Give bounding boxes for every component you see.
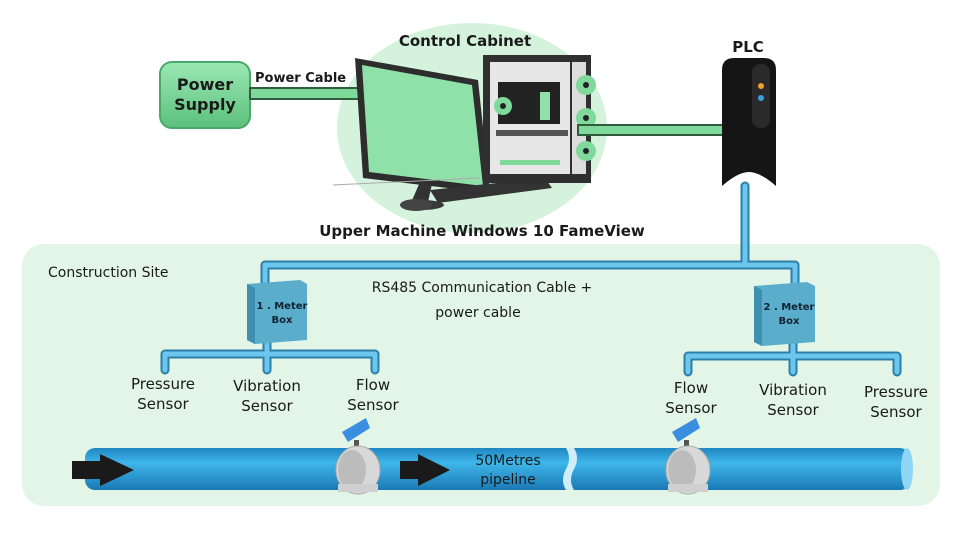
meter-box-2 bbox=[754, 282, 815, 346]
meter-box-1 bbox=[247, 280, 307, 344]
floor-line bbox=[332, 177, 481, 186]
plc-cable bbox=[577, 124, 725, 136]
power-supply-label-2: Supply bbox=[174, 95, 236, 114]
sensor-vibration-2-label-1: Vibration bbox=[759, 381, 827, 399]
flow-arrow-2 bbox=[400, 454, 450, 486]
flow-meter-2-icon bbox=[665, 418, 711, 495]
sensor-flow-2-label-2: Sensor bbox=[665, 399, 717, 417]
keyboard-icon bbox=[430, 178, 552, 203]
sensor-vibration-1-label-1: Vibration bbox=[233, 377, 301, 395]
flow-meter-1-icon bbox=[335, 418, 381, 495]
sensor-vibration-2-label-2: Sensor bbox=[767, 401, 819, 419]
power-cable-label: Power Cable bbox=[255, 71, 346, 86]
sensor-pressure-2-label-2: Sensor bbox=[870, 403, 922, 421]
upper-machine-label: Upper Machine Windows 10 FameView bbox=[319, 222, 645, 240]
construction-site-label: Construction Site bbox=[48, 265, 168, 281]
sensor-flow-1-label-1: Flow bbox=[356, 376, 390, 394]
mouse-icon bbox=[400, 199, 432, 211]
sensor-pressure-1-label-1: Pressure bbox=[131, 375, 195, 393]
meter-box-2-label-1: 2 . Meter bbox=[764, 302, 815, 313]
meter-box-2-label-2: Box bbox=[779, 316, 800, 327]
meter-box-1-label-2: Box bbox=[272, 315, 293, 326]
sensor-pressure-2-label-1: Pressure bbox=[864, 383, 928, 401]
pipeline-label-1: 50Metres bbox=[475, 453, 540, 469]
plc-label: PLC bbox=[732, 38, 764, 56]
sensor-pressure-1-label-2: Sensor bbox=[137, 395, 189, 413]
control-cabinet-label: Control Cabinet bbox=[399, 32, 531, 50]
pipeline-label-2: pipeline bbox=[480, 472, 536, 488]
computer-tower-icon bbox=[483, 55, 596, 183]
plc-icon bbox=[722, 58, 776, 186]
sensor-flow-2-label-1: Flow bbox=[674, 379, 708, 397]
rs485-label-1: RS485 Communication Cable + bbox=[372, 280, 593, 296]
power-supply-label-1: Power bbox=[177, 75, 233, 94]
flow-arrow-1 bbox=[72, 454, 134, 486]
power-cable bbox=[249, 87, 363, 100]
sensor-flow-1-label-2: Sensor bbox=[347, 396, 399, 414]
sensor-vibration-1-label-2: Sensor bbox=[241, 397, 293, 415]
rs485-label-2: power cable bbox=[435, 305, 520, 321]
meter-box-1-label-1: 1 . Meter bbox=[257, 301, 308, 312]
